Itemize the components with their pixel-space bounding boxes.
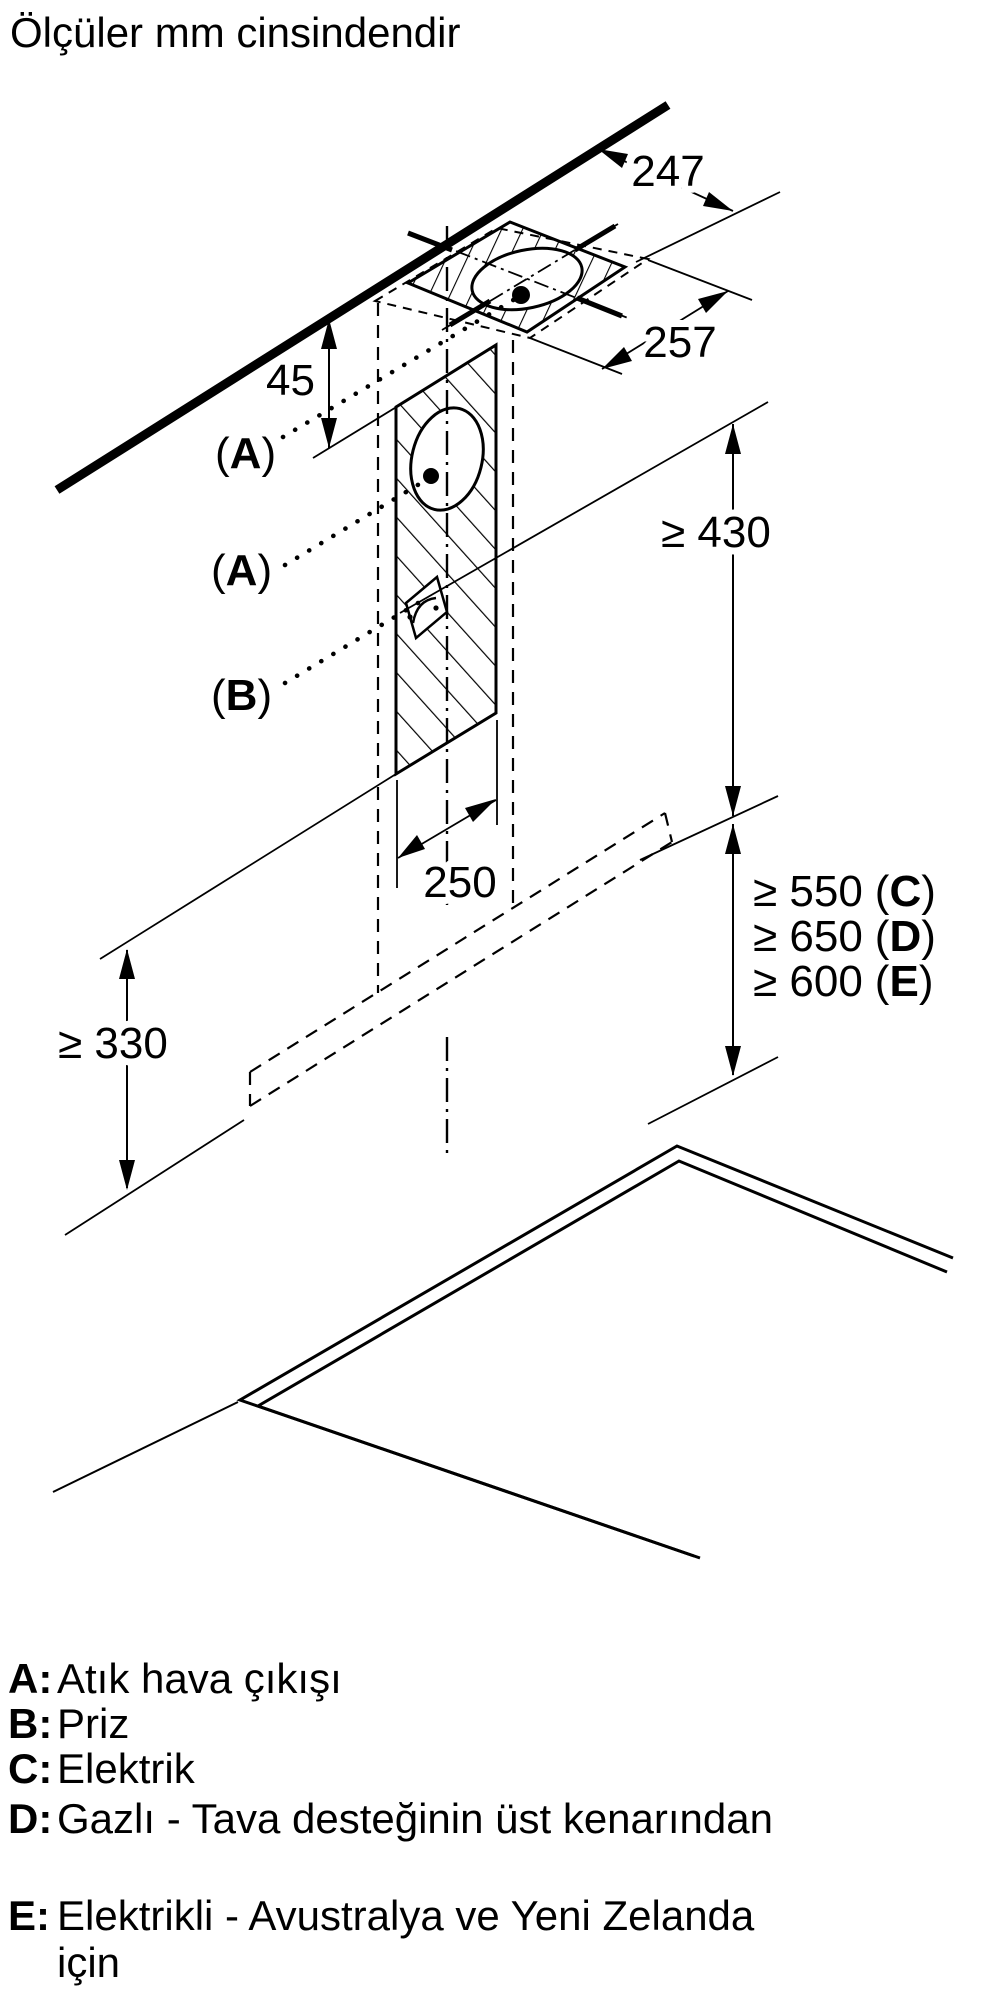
leader-a2: [282, 477, 429, 568]
legend-key-a: A:: [8, 1655, 52, 1702]
dimension-550-650-600: [725, 824, 741, 1076]
outlet-center-dot-wall: [423, 468, 439, 484]
dimension-257: [601, 290, 729, 370]
dim-600-label: ≥ 600(E): [753, 957, 933, 1006]
extension-lines: [64, 191, 781, 1236]
dimension-247: [597, 148, 734, 212]
legend-text-a: Atık hava çıkışı: [57, 1655, 342, 1702]
legend-key-e: E:: [8, 1892, 50, 1939]
dim-257-label: 257: [643, 318, 716, 367]
canopy-dashed-outline: [248, 812, 674, 1107]
dimension-250: [397, 799, 497, 859]
dimension-45: [321, 319, 337, 448]
legend-key-c: C:: [8, 1745, 52, 1792]
dim-430-label: ≥ 430: [661, 508, 771, 557]
air-outlet-top-icon: [407, 223, 629, 331]
legend-key-d: D:: [8, 1795, 52, 1842]
duct-dashed-outline-top: [372, 226, 651, 340]
legend: A: Atık hava çıkışı B: Priz C: Elektrik …: [8, 1655, 773, 1986]
dimension-330: [119, 949, 135, 1190]
countertop-edge-line: [52, 1401, 239, 1493]
outlet-center-dot-top: [512, 286, 530, 304]
dim-330-label: ≥ 330: [58, 1019, 168, 1068]
legend-key-b: B:: [8, 1700, 52, 1747]
dim-45-label: 45: [266, 356, 315, 405]
callout-a1-label: (A): [215, 429, 276, 478]
page-title: Ölçüler mm cinsindendir: [10, 9, 460, 56]
dim-250-label: 250: [423, 858, 496, 907]
dim-247-label: 247: [631, 147, 704, 196]
callout-leaders: [280, 293, 523, 686]
callout-a2-label: (A): [211, 546, 272, 595]
dim-650-label: ≥ 650(D): [753, 912, 936, 961]
ceiling-line: [54, 101, 671, 494]
cooktop-outline: [236, 1144, 954, 1560]
legend-text-e-line2: için: [57, 1939, 120, 1986]
legend-text-d: Gazlı - Tava desteğinin üst kenarından: [57, 1795, 773, 1842]
legend-text-c: Elektrik: [57, 1745, 196, 1792]
dimension-430: [725, 424, 741, 816]
legend-text-b: Priz: [57, 1700, 129, 1747]
callout-b-label: (B): [211, 671, 272, 720]
air-outlet-wall-icon: [409, 406, 485, 512]
legend-text-e: Elektrikli - Avustralya ve Yeni Zelanda: [57, 1892, 755, 1939]
dim-550-label: ≥ 550(C): [753, 867, 936, 916]
